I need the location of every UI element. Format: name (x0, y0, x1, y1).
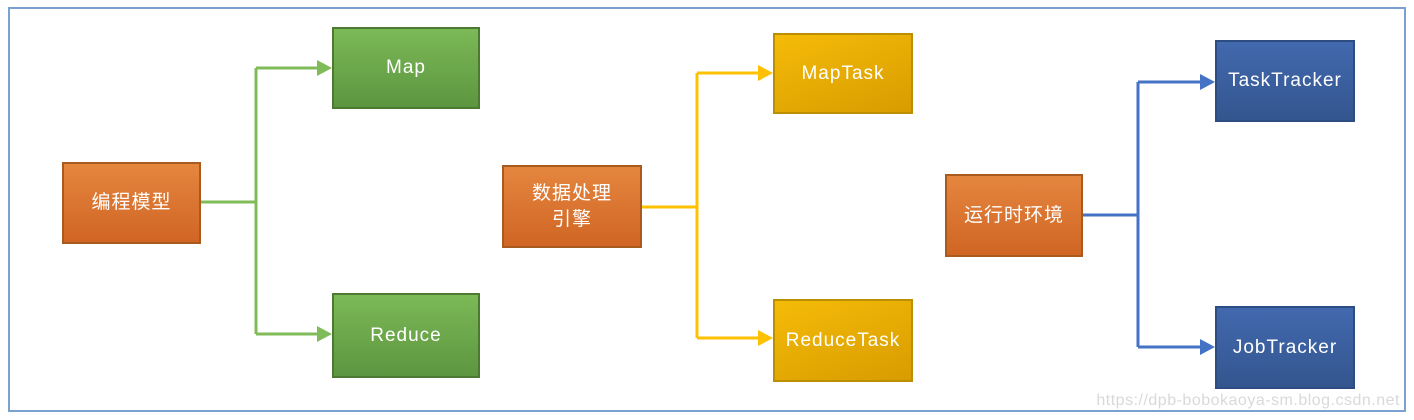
node-jobtracker: JobTracker (1215, 306, 1355, 389)
node-tasktracker: TaskTracker (1215, 40, 1355, 122)
node-reduce: Reduce (332, 293, 480, 378)
node-reducetask: ReduceTask (773, 299, 913, 382)
node-label: 数据处理 引擎 (531, 182, 612, 230)
node-maptask: MapTask (773, 33, 913, 114)
node-data-processing-engine: 数据处理 引擎 (502, 165, 642, 248)
node-label: JobTracker (1232, 336, 1338, 358)
node-label: Map (386, 57, 426, 79)
node-label: Reduce (370, 324, 442, 346)
node-label: ReduceTask (785, 329, 901, 351)
diagram-frame (8, 7, 1406, 412)
watermark-url: https://dpb-bobokaoya-sm.blog.csdn.net (1096, 392, 1400, 409)
node-label: TaskTracker (1228, 70, 1342, 92)
node-runtime-environment: 运行时环境 (945, 174, 1083, 257)
node-programming-model: 编程模型 (62, 162, 201, 244)
node-map: Map (332, 27, 480, 109)
node-label: 编程模型 (91, 192, 172, 214)
node-label: 运行时环境 (963, 204, 1064, 226)
node-label: MapTask (801, 62, 885, 84)
